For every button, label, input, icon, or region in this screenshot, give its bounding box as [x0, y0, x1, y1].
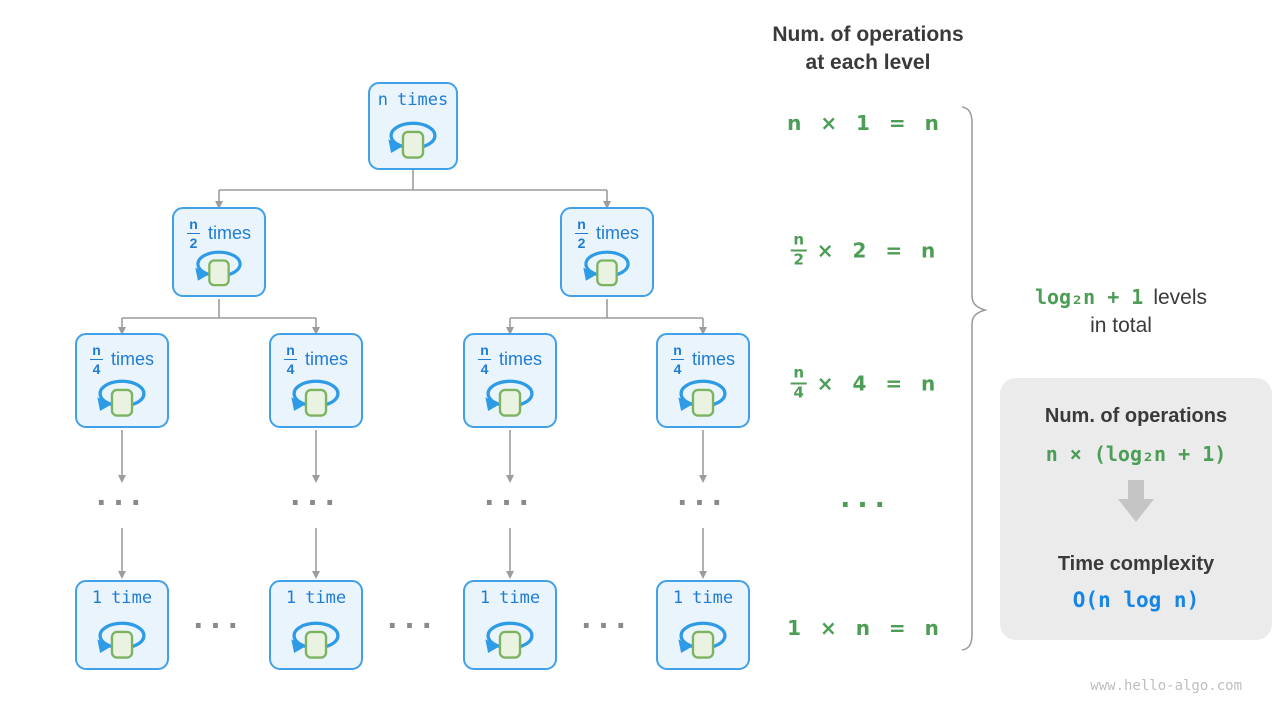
- loop-icon: [94, 379, 150, 421]
- equation-level-last: 1 × n = n: [787, 616, 945, 640]
- node-label-word: time: [692, 588, 734, 608]
- node-label-word: times: [207, 223, 251, 244]
- tree-node-leaf-1: 1 time: [75, 580, 169, 670]
- ellipsis-leaf-gap: ...: [193, 604, 245, 635]
- ellipsis-leaf-gap: ...: [581, 604, 633, 635]
- ellipsis-leaf-gap: ...: [387, 604, 439, 635]
- node-label: 1 time: [286, 590, 346, 607]
- tree-node-leaf-3: 1 time: [463, 580, 557, 670]
- ellipsis-flow: ...: [96, 481, 148, 512]
- node-label-count: 1: [285, 588, 297, 608]
- loop-icon: [482, 379, 538, 421]
- levels-total-label: log₂n + 1 levels in total: [1002, 283, 1240, 340]
- loop-icon: [288, 379, 344, 421]
- node-label-word: times: [595, 223, 639, 244]
- loop-icon: [675, 621, 731, 663]
- panel-title-operations: Num. of operations: [1044, 405, 1228, 427]
- column-header: Num. of operations at each level: [736, 21, 1000, 77]
- levels-word: levels: [1153, 286, 1208, 309]
- watermark: www.hello-algo.com: [1090, 678, 1242, 694]
- down-arrow-icon: [1118, 480, 1154, 522]
- node-label-count: 1: [479, 588, 491, 608]
- curly-brace: [961, 106, 988, 651]
- loop-icon: [482, 621, 538, 663]
- loop-icon: [675, 379, 731, 421]
- ellipsis-flow: ...: [484, 481, 536, 512]
- tree-node-leaf-4: 1 time: [656, 580, 750, 670]
- ellipsis-flow: ...: [677, 481, 729, 512]
- node-label-word: times: [691, 349, 735, 370]
- ellipsis-levels: ...: [840, 483, 892, 514]
- column-header-line2: at each level: [805, 51, 931, 74]
- panel-result: O(n log n): [1072, 588, 1200, 612]
- node-label: 1 time: [673, 590, 733, 607]
- loop-icon: [579, 250, 635, 290]
- panel-formula: n × (log₂n + 1): [1045, 442, 1227, 466]
- loop-icon: [191, 250, 247, 290]
- node-label-count: 1: [672, 588, 684, 608]
- loop-icon: [288, 621, 344, 663]
- column-header-line1: Num. of operations: [772, 23, 964, 46]
- node-label-word: time: [111, 588, 153, 608]
- node-label: 1 time: [92, 590, 152, 607]
- node-label-word: time: [499, 588, 541, 608]
- node-label-word: time: [305, 588, 347, 608]
- levels-total-line1: log₂n + 1 levels: [1002, 283, 1240, 312]
- panel-title-time-complexity: Time complexity: [1057, 553, 1215, 575]
- node-label: 1 time: [480, 590, 540, 607]
- tree-node-leaf-2: 1 time: [269, 580, 363, 670]
- equation-level-1: n × 1 = n: [787, 111, 945, 135]
- summary-panel: Num. of operations n × (log₂n + 1) Time …: [1000, 378, 1272, 640]
- loop-icon: [94, 621, 150, 663]
- ellipsis-flow: ...: [290, 481, 342, 512]
- levels-formula: log₂n + 1: [1034, 285, 1144, 309]
- node-label-word: times: [397, 90, 449, 110]
- node-label-word: times: [498, 349, 542, 370]
- node-label-word: times: [110, 349, 154, 370]
- node-label-word: times: [304, 349, 348, 370]
- levels-total-line2: in total: [1090, 314, 1152, 337]
- node-label-count: n: [377, 90, 389, 110]
- node-label-count: 1: [91, 588, 103, 608]
- loop-icon: [385, 121, 441, 163]
